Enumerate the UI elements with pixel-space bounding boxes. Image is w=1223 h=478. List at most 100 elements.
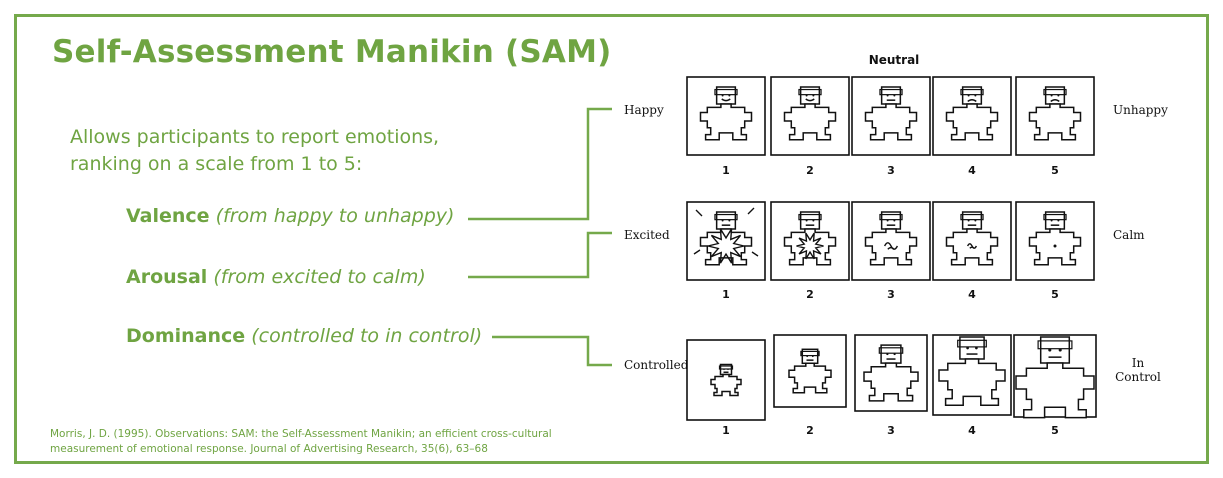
arousal-right-label: Calm (1113, 228, 1145, 242)
manikin-hair (960, 88, 984, 96)
arousal-item-5 (1015, 201, 1095, 281)
manikin-eye (806, 355, 809, 358)
manikin-hair (798, 213, 822, 221)
arousal-scale-label-4: 4 (968, 288, 976, 301)
manikin-mouth (805, 98, 815, 102)
manikin-hair (798, 88, 822, 96)
manikin-eye (721, 219, 724, 222)
dominance-item-4 (932, 334, 1012, 416)
valence-scale-label-1: 1 (722, 164, 730, 177)
valence-item-2 (770, 76, 850, 156)
arousal-squiggle (966, 243, 978, 249)
arousal-item-4 (932, 201, 1012, 281)
manikin-eye (1057, 219, 1060, 222)
manikin-hair (879, 213, 903, 221)
dominance-item-2 (773, 334, 847, 408)
manikin-eye (886, 219, 889, 222)
manikin-eye (805, 94, 808, 97)
dimension-desc: (controlled to in control) (251, 325, 483, 347)
dimension-valence: Valence (from happy to unhappy) (126, 205, 454, 227)
manikin-body (1015, 362, 1095, 419)
manikin-eye (721, 94, 724, 97)
intro-line-2: ranking on a scale from 1 to 5: (70, 153, 363, 175)
valence-scale-label-3: 3 (887, 164, 895, 177)
manikin-eye (893, 353, 896, 356)
manikin-eye (812, 94, 815, 97)
arousal-item-3 (851, 201, 931, 281)
manikin-eye (728, 219, 731, 222)
dominance-item-5 (1013, 334, 1097, 419)
arousal-scale-label-2: 2 (806, 288, 814, 301)
manikin-body (945, 103, 999, 141)
arousal-squiggle (883, 242, 899, 250)
valence-item-5 (1015, 76, 1095, 156)
manikin-eye (886, 353, 889, 356)
arousal-burst (796, 232, 824, 260)
arousal-motion-lines (693, 207, 759, 257)
arousal-item-1 (686, 201, 766, 281)
valence-item-3 (851, 76, 931, 156)
slide-title: Self-Assessment Manikin (SAM) (52, 34, 612, 70)
arousal-left-label: Excited (624, 228, 670, 242)
manikin-eye (886, 94, 889, 97)
manikin-eye (967, 219, 970, 222)
dominance-item-3 (854, 334, 928, 412)
dominance-left-label: Controlled (624, 358, 689, 372)
manikin-eye (966, 346, 969, 350)
manikin-hair (878, 347, 904, 354)
valence-item-1 (686, 76, 766, 156)
manikin-eye (1050, 94, 1053, 97)
slide-frame (14, 14, 1209, 464)
arousal-burst (707, 228, 745, 264)
manikin-eye (975, 346, 978, 350)
manikin-eye (1058, 348, 1062, 352)
manikin-body (710, 373, 742, 397)
manikin-eye (723, 368, 725, 371)
manikin-hair (1043, 213, 1067, 221)
manikin-body (788, 362, 832, 394)
manikin-eye (893, 94, 896, 97)
manikin-eye (728, 94, 731, 97)
dimension-desc: (from excited to calm) (213, 266, 426, 288)
intro-line-1: Allows participants to report emotions, (70, 126, 440, 148)
arousal-scale-label-1: 1 (722, 288, 730, 301)
dominance-scale-label-3: 3 (887, 424, 895, 437)
dimension-name: Dominance (126, 325, 246, 347)
arousal-connector (468, 231, 612, 279)
manikin-hair (1037, 340, 1073, 350)
dominance-scale-label-5: 5 (1051, 424, 1059, 437)
dimension-dominance: Dominance (controlled to in control) (126, 325, 482, 347)
manikin-body (699, 103, 753, 141)
dominance-scale-label-4: 4 (968, 424, 976, 437)
manikin-hair (960, 213, 984, 221)
dimension-arousal: Arousal (from excited to calm) (126, 266, 426, 288)
manikin-hair (718, 365, 734, 370)
manikin-hair (714, 213, 738, 221)
valence-right-label: Unhappy (1113, 103, 1168, 117)
manikin-hair (957, 339, 987, 348)
dominance-scale-label-2: 2 (806, 424, 814, 437)
manikin-hair (714, 88, 738, 96)
neutral-label: Neutral (869, 53, 920, 67)
manikin-eye (1050, 219, 1053, 222)
manikin-mouth (721, 98, 731, 102)
arousal-scale-label-5: 5 (1051, 288, 1059, 301)
manikin-eye (811, 355, 814, 358)
dominance-right-label: In (1132, 356, 1145, 370)
valence-left-label: Happy (624, 103, 664, 117)
valence-connector (468, 107, 612, 221)
manikin-hair (879, 88, 903, 96)
manikin-eye (974, 219, 977, 222)
manikin-eye (1057, 94, 1060, 97)
dimension-name: Arousal (126, 266, 208, 288)
valence-scale-label-2: 2 (806, 164, 814, 177)
arousal-scale-label-3: 3 (887, 288, 895, 301)
manikin-eye (727, 368, 729, 371)
manikin-body (1028, 103, 1082, 141)
manikin-eye (1048, 348, 1052, 352)
dominance-item-1 (686, 339, 766, 421)
manikin-body (783, 103, 837, 141)
manikin-hair (1043, 88, 1067, 96)
manikin-body (783, 228, 837, 266)
